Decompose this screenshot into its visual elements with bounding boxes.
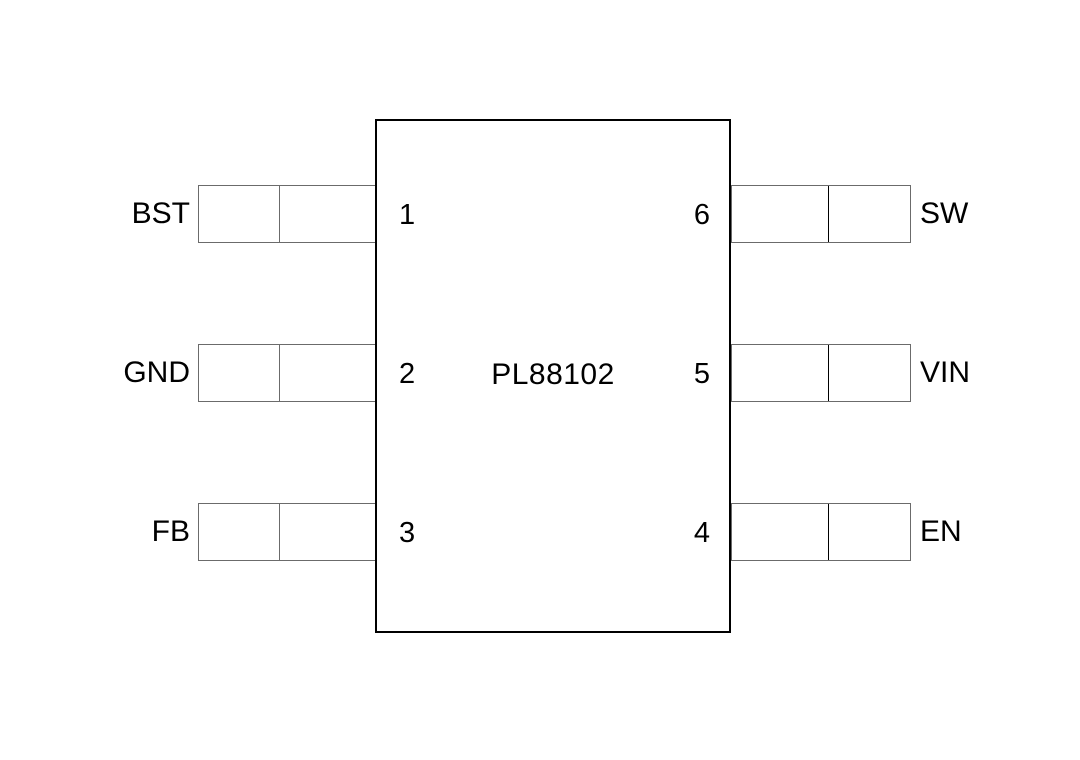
- pin-number-5: 5: [693, 358, 710, 390]
- pin-lead-inner-segment: [199, 504, 280, 560]
- ic-body-outline: [375, 119, 731, 633]
- pin-lead-inner-segment: [199, 186, 280, 242]
- pin-number-2: 2: [399, 358, 416, 390]
- pin-number-3: 3: [399, 517, 416, 549]
- pin-label-fb: FB: [151, 515, 190, 548]
- pin-number-1: 1: [399, 199, 416, 231]
- pin-lead-inner-segment: [732, 345, 829, 401]
- pin-number-4: 4: [693, 517, 710, 549]
- pin-label-en: EN: [920, 515, 962, 548]
- pin-lead-outer-segment: [829, 186, 910, 242]
- pin-lead-outer-segment: [280, 504, 375, 560]
- pin-lead-1: [198, 185, 376, 243]
- pin-lead-6: [731, 185, 911, 243]
- pin-lead-outer-segment: [280, 345, 375, 401]
- pin-label-vin: VIN: [920, 356, 971, 389]
- pin-lead-inner-segment: [732, 186, 829, 242]
- pin-lead-5: [731, 344, 911, 402]
- pin-number-6: 6: [693, 199, 710, 231]
- pin-lead-3: [198, 503, 376, 561]
- pin-lead-outer-segment: [829, 345, 910, 401]
- pin-lead-2: [198, 344, 376, 402]
- pin-label-bst: BST: [131, 197, 190, 230]
- pin-lead-outer-segment: [829, 504, 910, 560]
- pin-lead-4: [731, 503, 911, 561]
- pin-lead-outer-segment: [280, 186, 375, 242]
- pin-lead-inner-segment: [199, 345, 280, 401]
- pin-lead-inner-segment: [732, 504, 829, 560]
- part-number-label: PL88102: [491, 358, 615, 391]
- pin-label-gnd: GND: [123, 356, 190, 389]
- pin-label-sw: SW: [920, 197, 969, 230]
